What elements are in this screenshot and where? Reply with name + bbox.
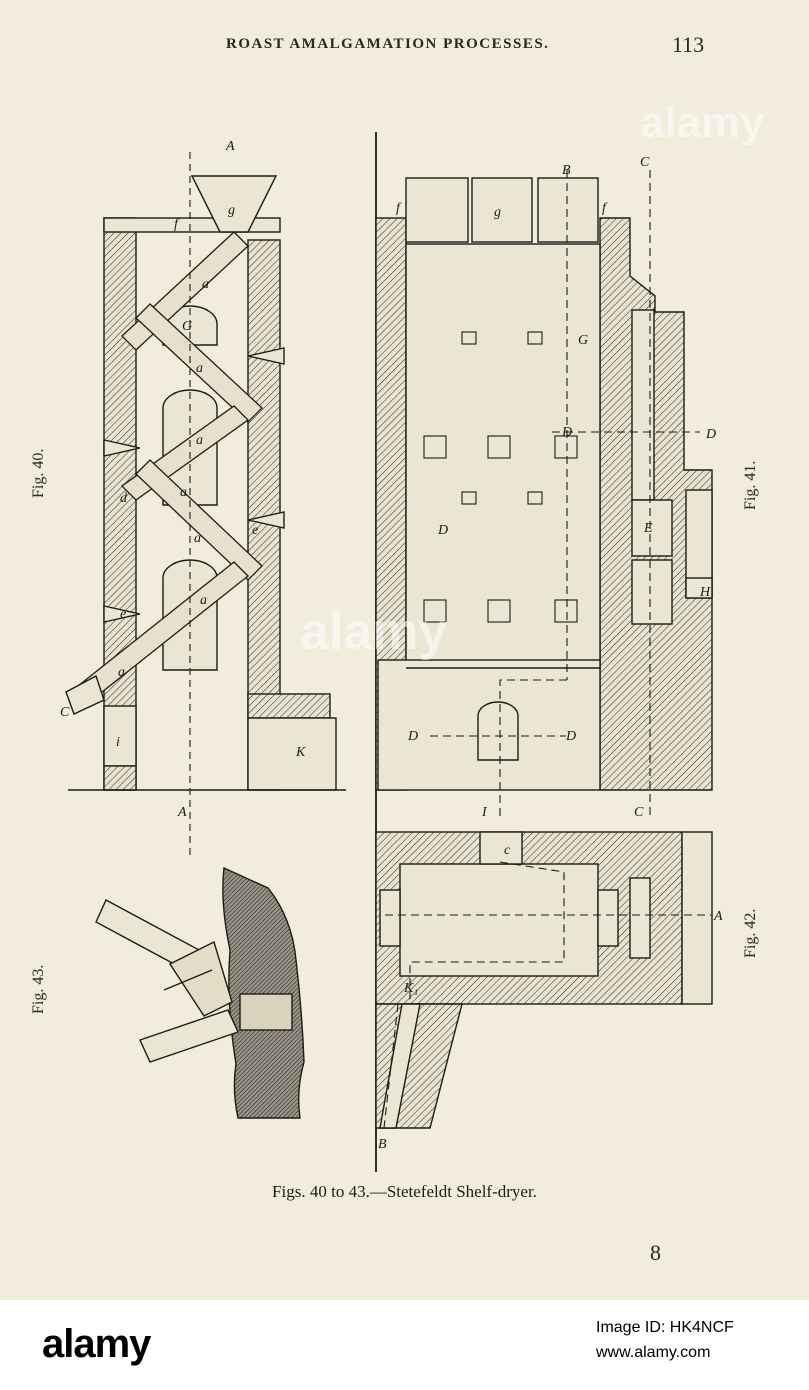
watermark-center: alamy <box>300 603 448 661</box>
watermark-top-right: alamy <box>640 98 765 147</box>
label-d: d <box>120 491 128 506</box>
running-title: ROAST AMALGAMATION PROCESSES. <box>226 36 550 52</box>
label-A-fig42: A <box>713 909 723 924</box>
fig43-label: Fig. 43. <box>30 964 47 1014</box>
label-C-bottom: C <box>634 805 644 820</box>
label-a1: a <box>202 277 209 292</box>
label-a4: a <box>180 485 187 500</box>
label-a3: a <box>196 433 203 448</box>
fig40-drawing <box>65 152 346 860</box>
label-C-top: C <box>640 155 650 170</box>
fig41-drawing <box>375 132 713 1172</box>
label-c: c <box>504 843 511 858</box>
label-H: H <box>699 585 711 600</box>
drawing-labels: A g f a G a a a a a a e e d C i K A B C … <box>60 139 723 1152</box>
page-header: ROAST AMALGAMATION PROCESSES. 113 <box>0 32 809 60</box>
label-G-fig41: G <box>578 333 588 348</box>
label-a5: a <box>194 531 201 546</box>
label-B-top: B <box>562 163 571 178</box>
image-id: Image ID: HK4NCF <box>596 1319 734 1336</box>
label-a2: a <box>196 361 203 376</box>
site-domain: www.alamy.com <box>596 1344 711 1361</box>
fig43-drawing <box>95 866 305 1119</box>
fig42-label: Fig. 42. <box>742 908 759 958</box>
label-E: E <box>643 521 653 536</box>
fig41-label: Fig. 41. <box>742 460 759 510</box>
label-D2: D <box>705 427 716 442</box>
label-C: C <box>60 705 70 720</box>
label-a7: a <box>118 665 125 680</box>
signature-mark: 8 <box>650 1240 661 1265</box>
label-I: I <box>481 805 488 820</box>
label-K1: K₁ <box>403 981 418 996</box>
book-page: ROAST AMALGAMATION PROCESSES. 113 <box>0 0 809 1300</box>
label-i: i <box>116 735 120 750</box>
label-f-left: f <box>396 201 402 216</box>
label-K: K <box>295 745 306 760</box>
label-D3: D <box>437 523 448 538</box>
figure-caption: Figs. 40 to 43.—Stetefeldt Shelf-dryer. <box>272 1182 537 1201</box>
alamy-logo: alamy <box>42 1322 151 1366</box>
label-G-fig40: G <box>182 319 192 334</box>
page-number: 113 <box>672 32 705 57</box>
engineering-drawing: A g f a G a a a a a a e e d C i K A B C … <box>60 132 723 1172</box>
label-D1: D <box>561 425 572 440</box>
label-D4: D <box>407 729 418 744</box>
label-g: g <box>494 205 501 220</box>
fig42-drawing <box>375 831 713 1129</box>
stock-footer: alamy Image ID: HK4NCF www.alamy.com <box>0 1300 809 1390</box>
label-e2: e <box>120 607 126 622</box>
label-f: f <box>174 217 180 232</box>
label-f-right: f <box>602 201 608 216</box>
label-D5: D <box>565 729 576 744</box>
label-a6: a <box>200 593 207 608</box>
label-A-top: A <box>225 139 235 154</box>
label-A-bottom: A <box>177 805 187 820</box>
label-B-bottom: B <box>378 1137 387 1152</box>
fig40-label: Fig. 40. <box>30 448 47 498</box>
label-e1: e <box>252 523 258 538</box>
label-g-hopper: g <box>228 203 235 218</box>
